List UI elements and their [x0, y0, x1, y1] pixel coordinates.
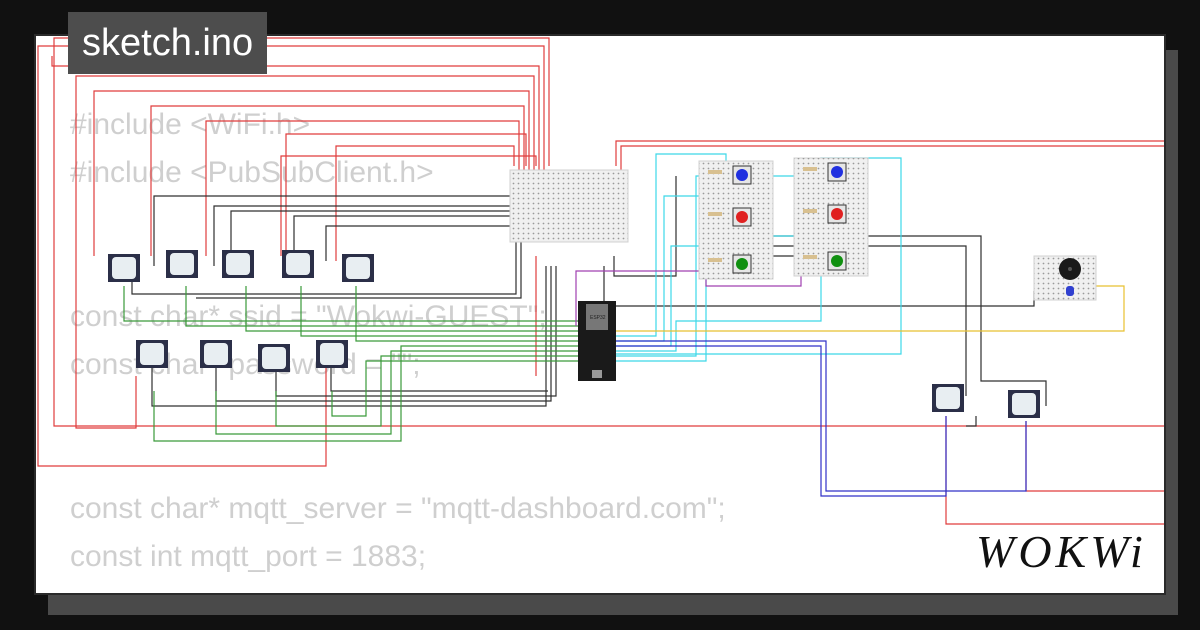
pushbutton-red: [827, 204, 847, 224]
pushbutton-green: [827, 251, 847, 271]
code-overlay: #include <WiFi.h> #include <PubSubClient.…: [70, 101, 726, 581]
code-line: const char* mqtt_server = "mqtt-dashboar…: [70, 492, 726, 525]
pir-sensor: [316, 340, 348, 368]
pushbutton-blue: [827, 162, 847, 182]
code-line: const char* ssid = "Wokwi-GUEST";: [70, 300, 547, 333]
pir-sensor: [282, 250, 314, 278]
esp32-board[interactable]: ESP32: [578, 301, 616, 381]
pushbutton-green: [732, 254, 752, 274]
resistors: [708, 167, 817, 262]
green-wires: [123, 286, 581, 442]
pir-sensor: [136, 340, 168, 368]
red-wires: [37, 37, 1164, 525]
sketch-title: sketch.ino: [68, 12, 268, 74]
pushbutton-red: [732, 207, 752, 227]
pushbuttons[interactable]: [732, 162, 847, 274]
code-line: const char* password = "";: [70, 348, 421, 381]
code-line: #include <WiFi.h>: [70, 108, 311, 141]
blue-wires: [616, 340, 1027, 497]
diagram-canvas[interactable]: #include <WiFi.h> #include <PubSubClient.…: [34, 34, 1166, 595]
pir-sensors[interactable]: [108, 250, 1040, 418]
breadboard-main: [509, 169, 629, 243]
pir-sensor: [222, 250, 254, 278]
buzzer[interactable]: [1059, 258, 1081, 296]
yellow-wires: [616, 285, 1125, 332]
code-line: const int mqtt_port = 1883;: [70, 540, 427, 573]
pir-sensor: [258, 344, 290, 372]
pir-sensor: [932, 384, 964, 412]
pir-sensor: [342, 254, 374, 282]
esp32-label: ESP32: [590, 315, 606, 321]
pir-sensor: [108, 254, 140, 282]
pushbutton-blue: [732, 165, 752, 185]
circuit-diagram[interactable]: ESP32: [36, 36, 1166, 595]
wokwi-logo: WOKWi: [976, 526, 1147, 577]
code-line: #include <PubSubClient.h>: [70, 156, 434, 189]
pir-sensor: [1008, 390, 1040, 418]
pir-sensor: [200, 340, 232, 368]
pir-sensor: [166, 250, 198, 278]
breadboards[interactable]: [509, 157, 1097, 301]
